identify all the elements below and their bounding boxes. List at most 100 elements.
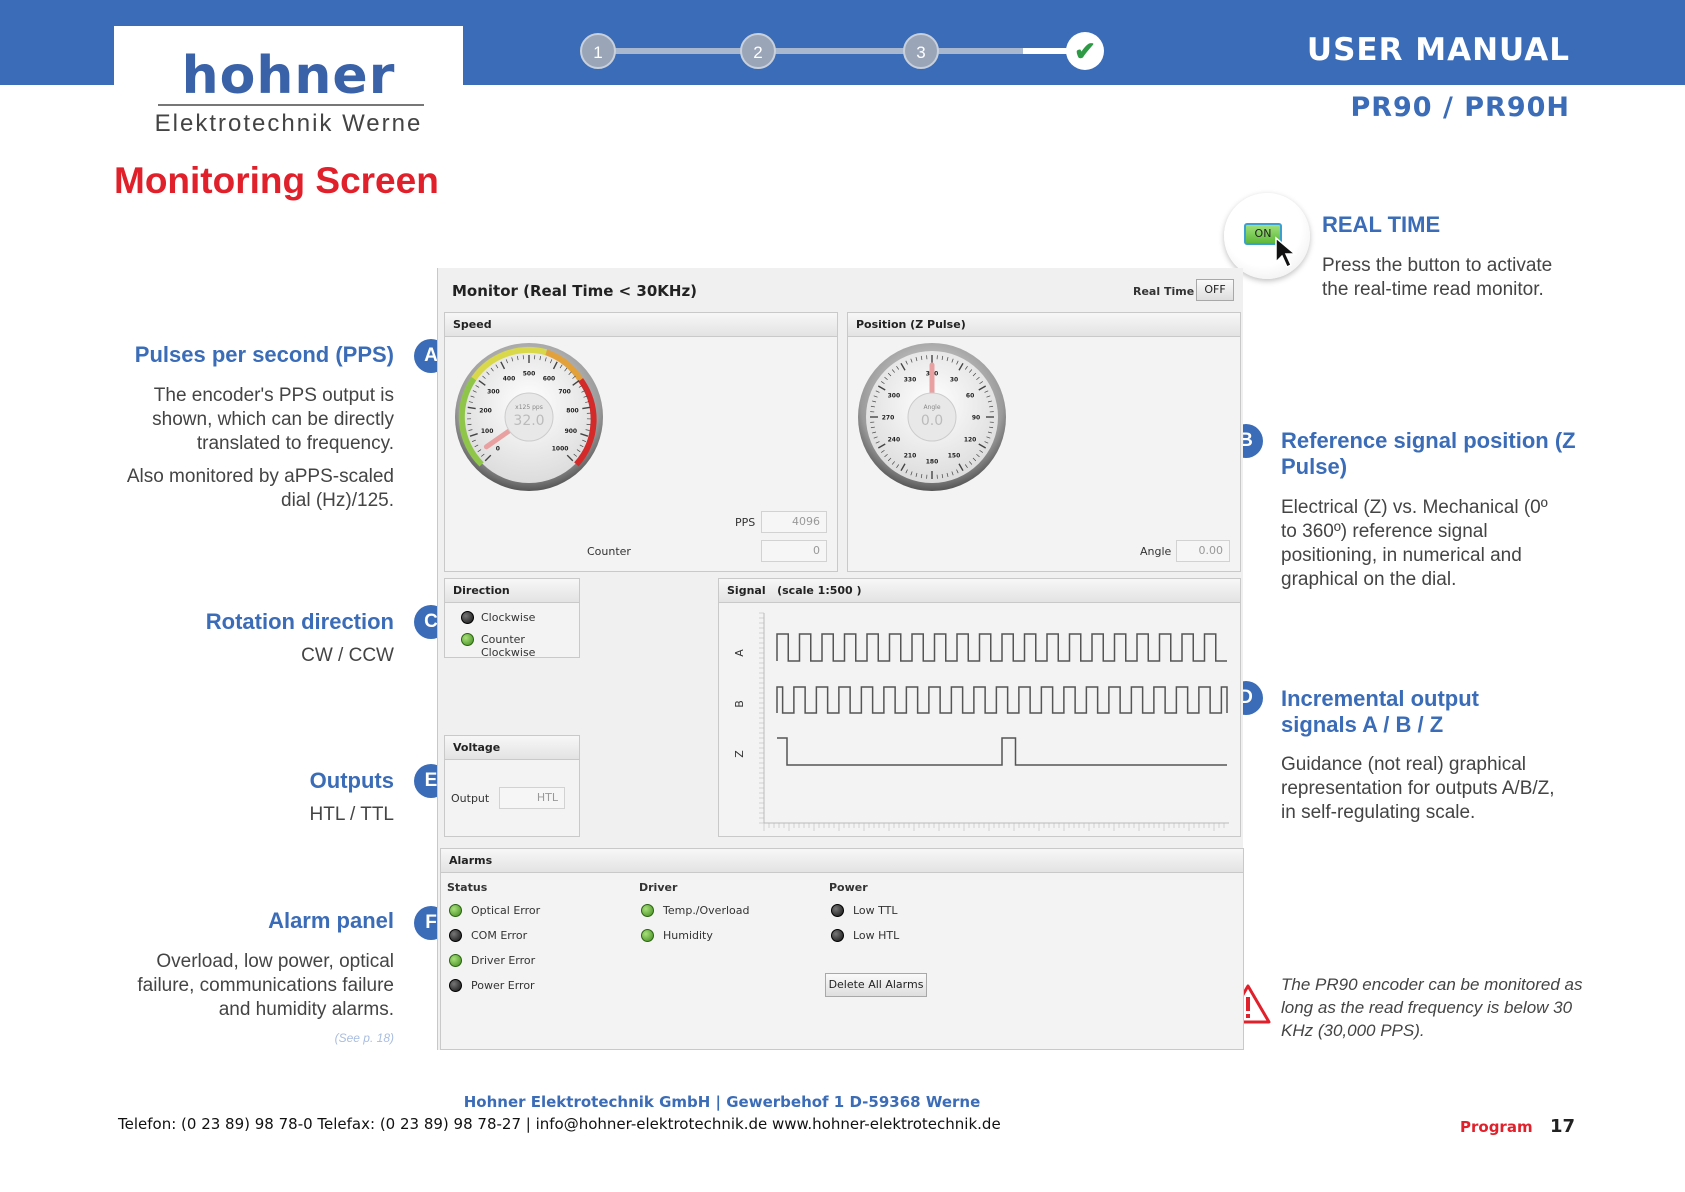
signal-grid [759, 612, 1229, 831]
frequency-note: The PR90 encoder can be monitored as lon… [1281, 975, 1583, 1040]
speed-tick-label: 700 [558, 389, 571, 396]
speed-tick [495, 364, 499, 369]
output-value-field: HTL [499, 787, 565, 809]
com-error-label: COM Error [471, 929, 528, 942]
speed-tick [474, 444, 479, 448]
step-1: 1 [580, 33, 616, 69]
position-tick [900, 362, 906, 371]
speed-tick [490, 367, 494, 372]
position-panel: Position (Z Pulse) 330360306090120150180… [847, 312, 1241, 572]
position-tick [881, 381, 885, 385]
speed-tick [486, 371, 490, 375]
realtime-on-button[interactable]: ON [1244, 223, 1282, 245]
position-tick [984, 390, 989, 393]
speed-tick [468, 429, 473, 431]
model-name: PR90 / PR90H [1350, 92, 1570, 123]
speed-tick-label: 800 [566, 408, 579, 415]
realtime-toggle-button[interactable]: OFF [1196, 279, 1234, 301]
position-tick [872, 431, 877, 434]
alarms-page-ref[interactable]: (See p. 18) [334, 1031, 394, 1045]
speed-tick [582, 406, 591, 410]
counter-value-field: 0 [761, 540, 827, 562]
speed-tick [559, 364, 563, 369]
speed-gauge-value: 32.0 [513, 413, 544, 429]
pps-heading: Pulses per second (PPS) [134, 342, 394, 367]
logo-rule [158, 104, 424, 106]
position-tick [887, 372, 892, 377]
speed-tick [505, 359, 508, 364]
speed-tick-label: 1000 [552, 446, 569, 453]
position-tick-label: 210 [904, 453, 917, 460]
signals-heading: Incremental output signals A / B / Z [1281, 686, 1480, 737]
speed-tick [573, 453, 577, 457]
optical-error-led [449, 904, 462, 917]
position-tick [987, 431, 992, 434]
position-tick [978, 385, 987, 391]
alarm-column-driver: Driver [639, 881, 678, 894]
position-tick [987, 400, 992, 403]
position-tick [964, 464, 968, 468]
low-htl-label: Low HTL [853, 929, 900, 942]
position-tick [972, 457, 977, 462]
step-3: 3 [903, 33, 939, 69]
position-tick [951, 358, 954, 363]
low-ttl-label: Low TTL [853, 904, 898, 917]
temp-overload-label: Temp./Overload [663, 904, 750, 917]
footer-contact: Telefon: (0 23 89) 98 78-0 Telefax: (0 2… [118, 1115, 1001, 1133]
speed-tick-label: 300 [487, 389, 500, 396]
speed-tick [475, 385, 480, 388]
position-tick [984, 441, 989, 444]
signal-panel-header: Signal (scale 1:500 ) [719, 579, 1240, 603]
monitor-title: Monitor (Real Time < 30KHz) [452, 282, 698, 300]
position-tick [875, 390, 880, 393]
realtime-zoom-circle: ON [1224, 193, 1310, 279]
signal-wave-a [776, 633, 1227, 662]
position-tick [920, 474, 923, 479]
position-tick [956, 360, 959, 365]
step-2: 2 [740, 33, 776, 69]
speed-tick [500, 361, 506, 370]
signals-text: Guidance (not real) graphical representa… [1281, 754, 1555, 823]
footer-section: Program [1460, 1118, 1533, 1136]
speed-tick [484, 454, 492, 462]
zpulse-heading: Reference signal position (Z Pulse) [1281, 428, 1576, 479]
com-error-led [449, 929, 462, 942]
delete-all-alarms-button[interactable]: Delete All Alarms [825, 973, 927, 997]
speed-tick [469, 433, 478, 437]
signal-plot: A B Z [733, 612, 1229, 831]
alarms-panel: Alarms Status Optical Error COM Error Dr… [440, 848, 1244, 1050]
speed-tick-label: 500 [523, 371, 536, 378]
position-tick [910, 471, 913, 476]
speed-tick [477, 449, 482, 453]
pps-text-2: Also monitored by aPPS-scaled dial (Hz)/… [126, 466, 394, 511]
position-tick [941, 355, 944, 360]
speed-gauge-red-zone [574, 378, 597, 467]
speed-tick [552, 361, 558, 370]
outputs-text: HTL / TTL [309, 804, 394, 825]
position-tick [900, 463, 906, 472]
position-tick [976, 454, 980, 458]
speed-tick [482, 375, 486, 379]
pps-text-1: The encoder's PPS output is shown, which… [152, 385, 394, 454]
speed-tick [576, 449, 581, 453]
position-tick [920, 355, 923, 360]
angle-label: Angle [1140, 545, 1172, 558]
position-tick [896, 464, 900, 468]
position-gauge-ticks [870, 355, 994, 479]
speed-tick [517, 356, 519, 361]
speed-tick [579, 444, 584, 448]
power-error-label: Power Error [471, 979, 535, 992]
driver-error-label: Driver Error [471, 954, 536, 967]
clockwise-led [461, 611, 474, 624]
speed-tick [581, 390, 586, 393]
speed-tick [572, 375, 576, 379]
speed-tick [568, 371, 572, 375]
speed-tick [564, 367, 568, 372]
realtime-label: Real Time [1133, 285, 1195, 298]
position-tick-label: 150 [948, 453, 961, 460]
position-tick [972, 372, 977, 377]
logo-wordmark: hohner [181, 46, 396, 106]
position-tick-label: 180 [926, 459, 939, 466]
